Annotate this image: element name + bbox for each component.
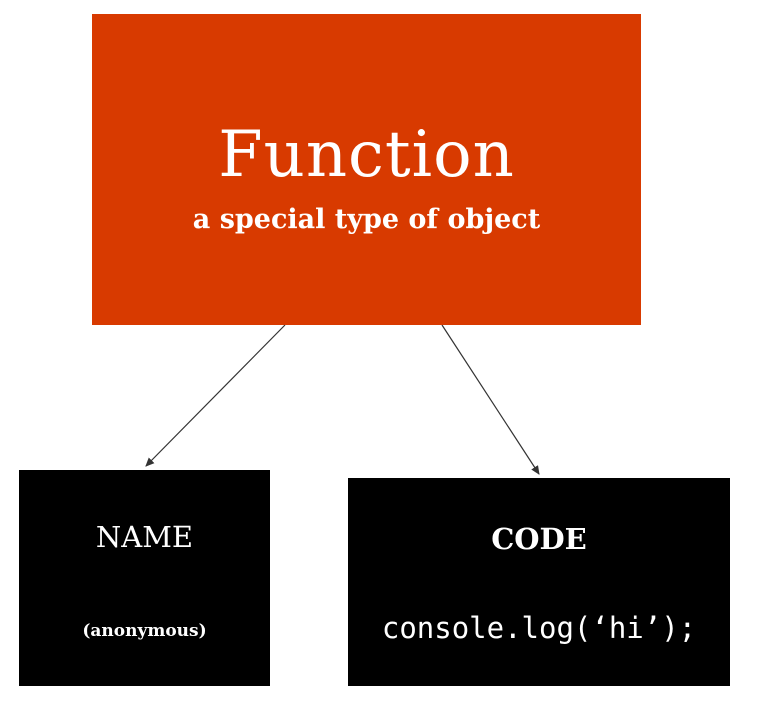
function-title: Function [218,118,515,192]
code-value: console.log(‘hi’); [381,611,697,645]
function-box: Function a special type of object [92,14,641,325]
arrow-to-name [145,324,286,467]
name-title: NAME [95,520,194,554]
name-value: (anonymous) [82,621,207,641]
function-subtitle: a special type of object [192,204,541,235]
code-title: CODE [491,522,587,556]
arrow-to-code [441,324,540,475]
code-box: CODE console.log(‘hi’); [348,478,730,686]
name-box: NAME (anonymous) [19,470,270,686]
